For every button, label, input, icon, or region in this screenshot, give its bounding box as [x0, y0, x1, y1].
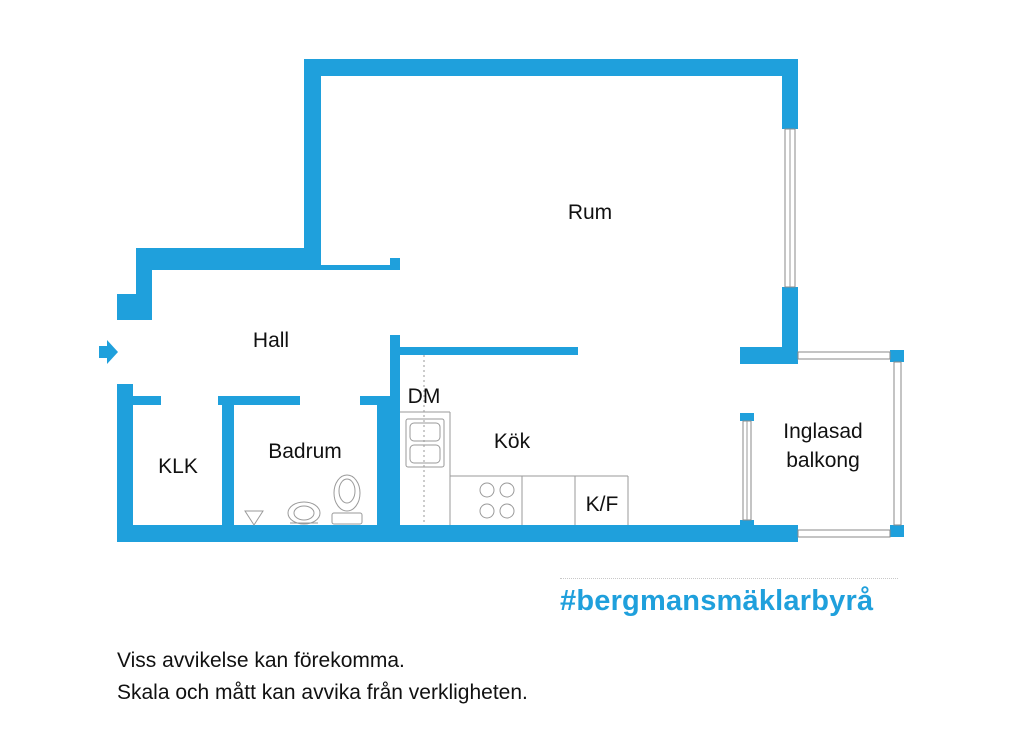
- walls: [117, 59, 904, 542]
- stove-icon: [479, 482, 515, 519]
- brand: #bergmansmäklarbyrå: [560, 578, 898, 618]
- room-label-dm: DM: [408, 385, 441, 408]
- washbasin-icon: [287, 501, 321, 525]
- windows: [742, 128, 902, 538]
- sink-icon: [405, 418, 445, 468]
- kitchen-fittings: [400, 355, 629, 525]
- floor-plan: Rum Hall DM Kök KLK Badrum K/F Inglasad …: [99, 59, 904, 542]
- floor-drain-icon: [244, 510, 264, 526]
- disclaimer-line-1: Viss avvikelse kan förekomma.: [117, 649, 405, 672]
- room-label-rum: Rum: [568, 201, 612, 224]
- bathroom-fittings: [244, 474, 363, 526]
- room-label-badrum: Badrum: [268, 440, 342, 463]
- disclaimer: Viss avvikelse kan förekomma. Skala och …: [117, 645, 528, 709]
- room-label-hall: Hall: [253, 329, 289, 352]
- room-label-kok: Kök: [494, 430, 531, 453]
- room-label-balcony-2: balkong: [786, 449, 860, 472]
- entrance-arrow-icon: [99, 340, 118, 364]
- disclaimer-line-2: Skala och mått kan avvika från verklighe…: [117, 681, 528, 704]
- room-label-balcony-1: Inglasad: [783, 420, 862, 443]
- room-label-kf: K/F: [586, 493, 619, 516]
- room-label-klk: KLK: [158, 455, 198, 478]
- toilet-icon: [331, 474, 363, 525]
- brand-divider: [560, 578, 898, 579]
- brand-logo-text: #bergmansmäklarbyrå: [560, 585, 874, 617]
